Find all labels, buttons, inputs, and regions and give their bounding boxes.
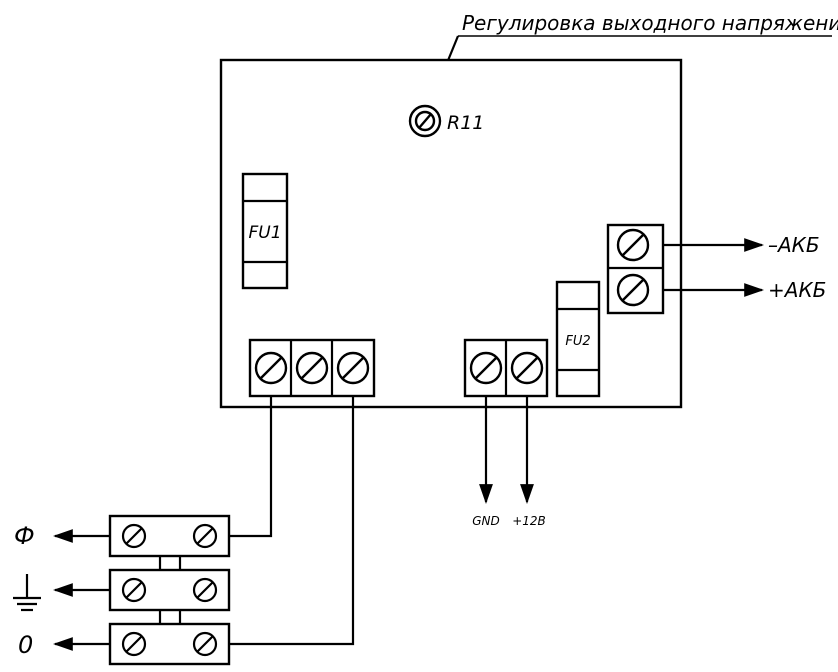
battery-minus-label: –АКБ [768, 233, 820, 257]
ground-icon [13, 574, 41, 612]
battery-terminal-block [606, 223, 665, 315]
neutral-label: 0 [18, 631, 33, 659]
external-terminal-strip [108, 514, 231, 666]
plus12-label: +12В [512, 514, 546, 528]
dc-output-terminal-block [463, 338, 549, 398]
r11-potentiometer[interactable] [408, 104, 442, 138]
fu1-label: FU1 [248, 223, 281, 243]
mains-terminal-block [248, 338, 376, 398]
adjust-voltage-label: Регулировка выходного напряжения [462, 11, 838, 35]
phase-wire [229, 396, 273, 538]
r11-label: R11 [447, 112, 484, 134]
battery-plus-label: +АКБ [768, 278, 826, 302]
fu2-fuse [555, 280, 601, 398]
neutral-wire [229, 396, 355, 646]
power-board [219, 58, 683, 409]
gnd-label: GND [472, 514, 500, 528]
fu1-fuse [241, 172, 289, 290]
phase-label: Ф [14, 522, 35, 550]
fu2-label: FU2 [565, 334, 590, 349]
